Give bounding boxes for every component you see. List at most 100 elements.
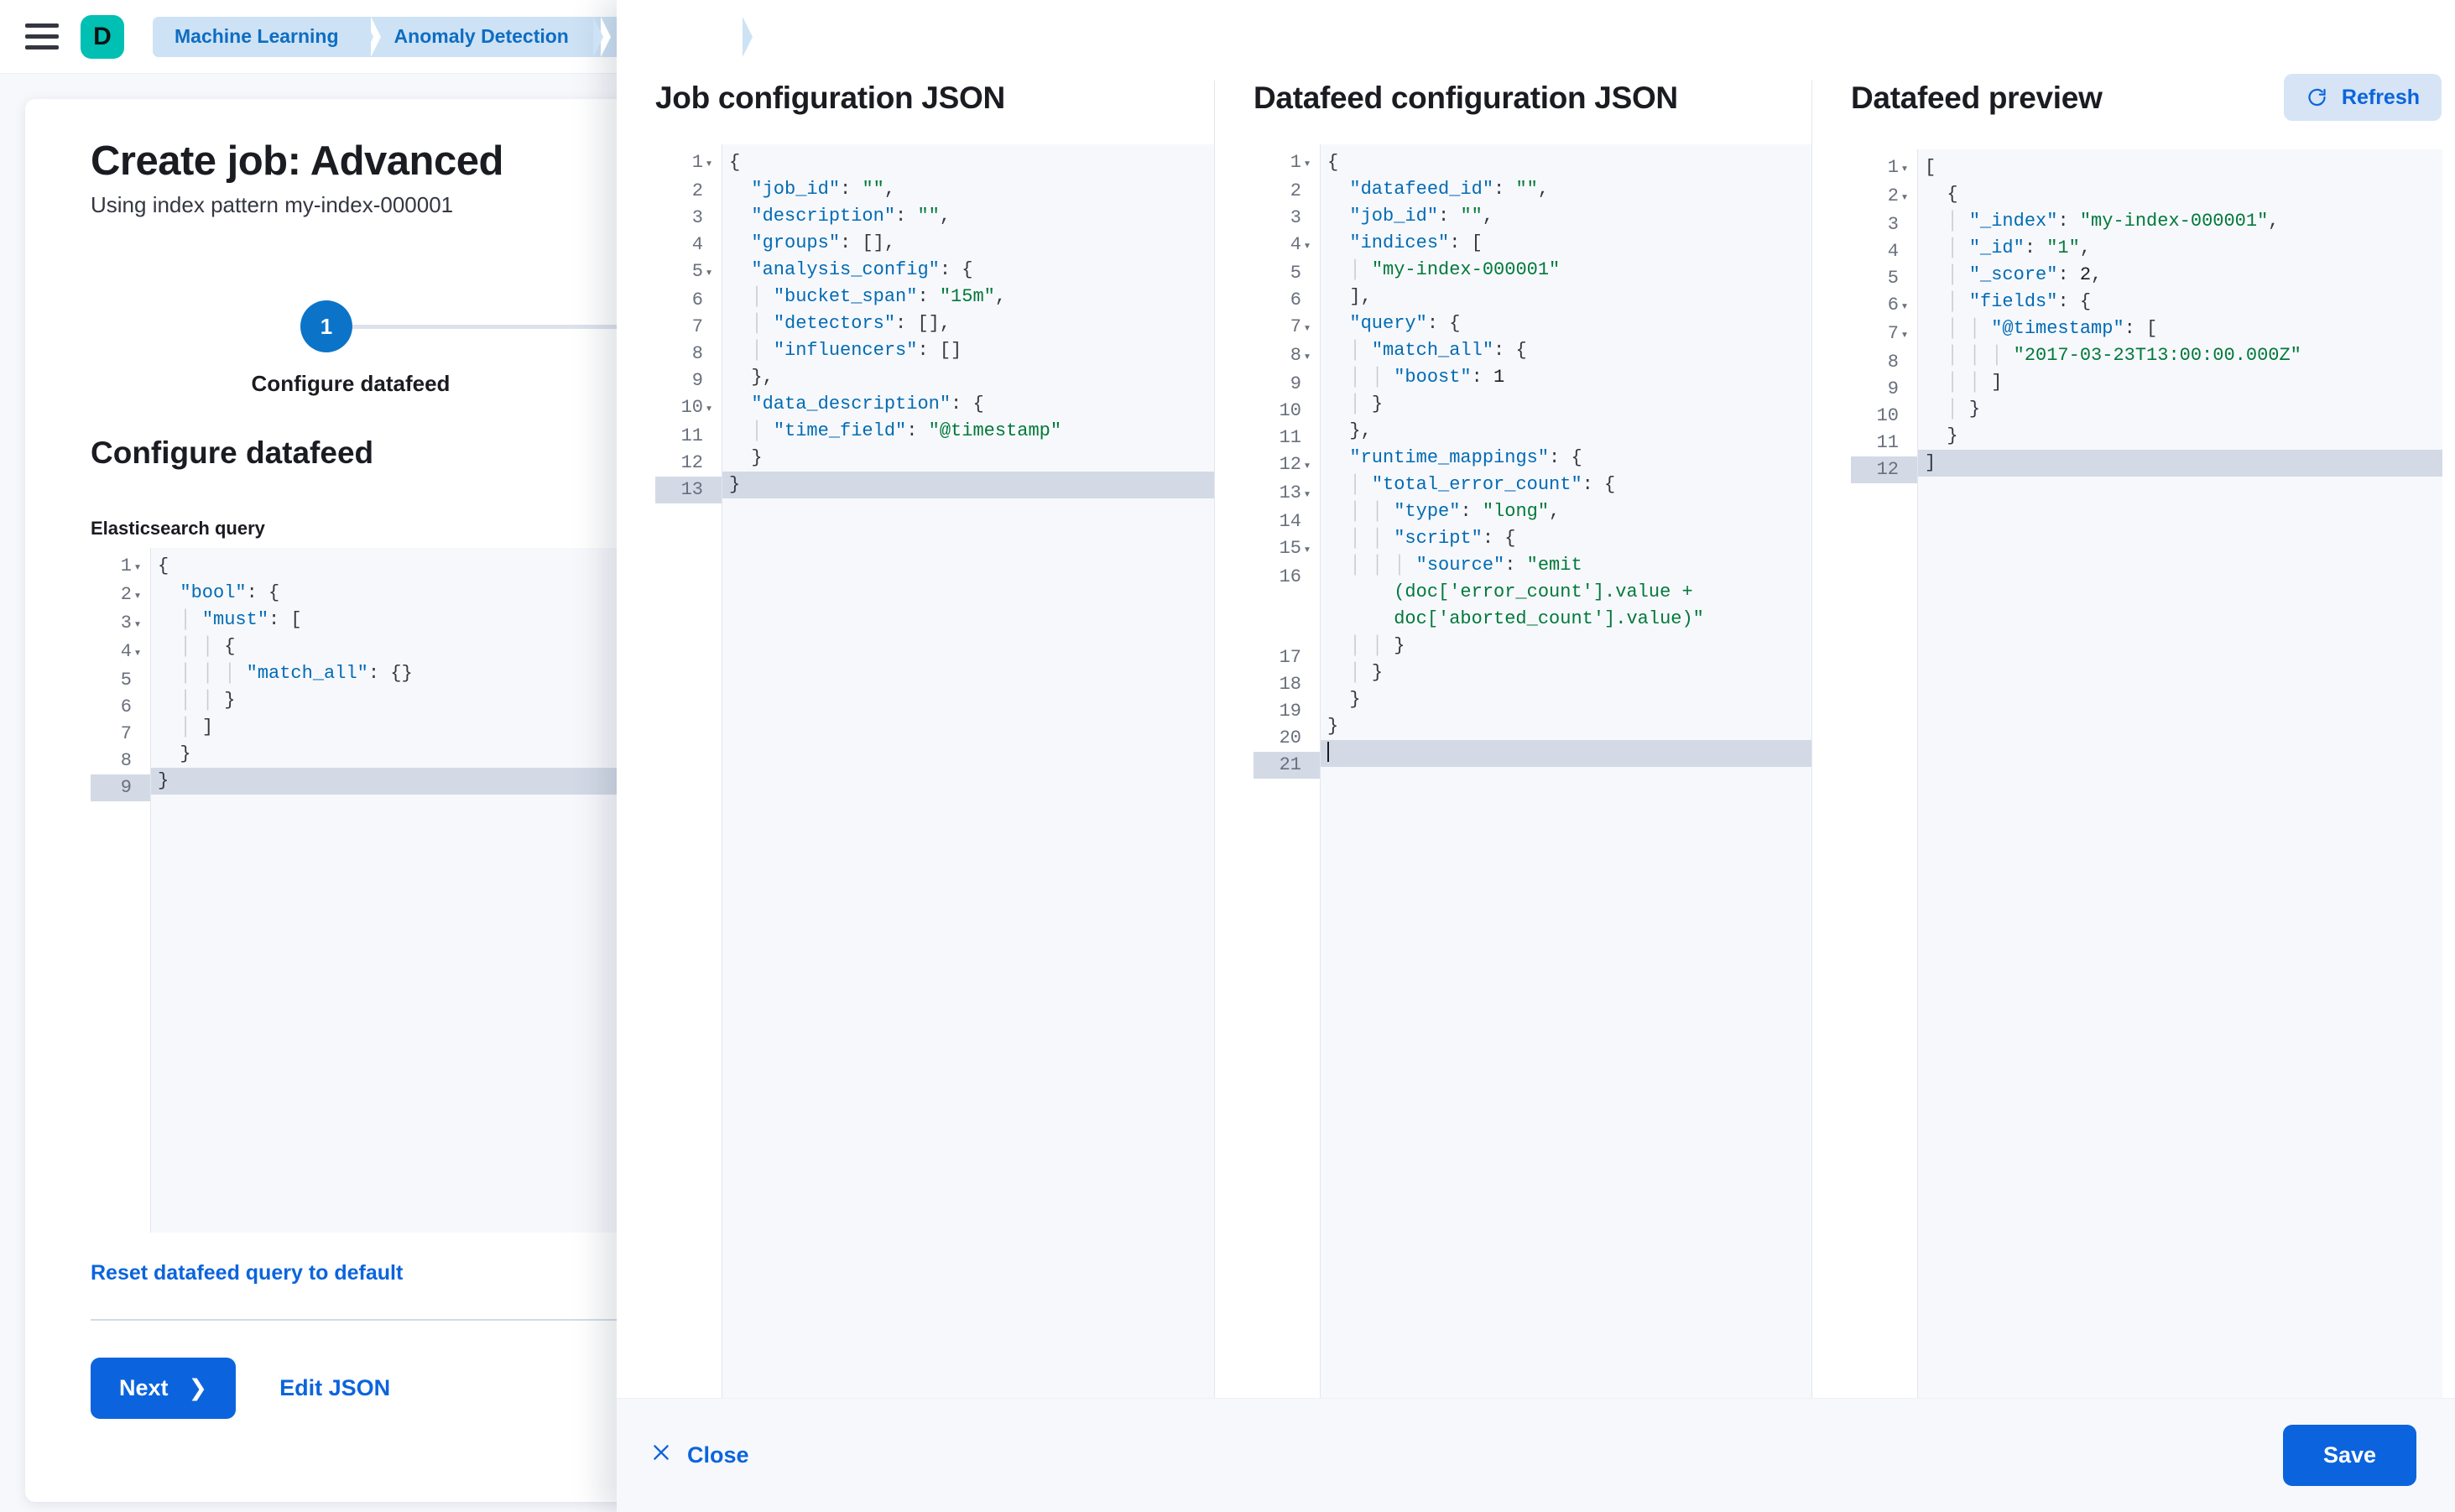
gutter-line-19: 19 <box>1279 701 1301 722</box>
reset-datafeed-query-link[interactable]: Reset datafeed query to default <box>91 1261 404 1285</box>
gutter-line-7: 7 <box>120 723 132 744</box>
gutter-line-5: 5 <box>1887 268 1899 289</box>
hamburger-bar <box>25 34 59 39</box>
code-line-10: │ } <box>1947 399 1981 420</box>
gutter-line-10: 10▾ <box>680 397 713 418</box>
code-line-4: │ "_id": "1", <box>1947 237 2092 258</box>
code-line-9: │ │ ] <box>1947 372 2003 393</box>
code-line-10: "data_description": { <box>751 394 984 414</box>
editor-code[interactable]: { "bool": { │ "must": [ │ │ { │ │ │ "mat… <box>151 548 659 1233</box>
code-line-6: │ "fields": { <box>1947 291 2092 312</box>
code-line-1: [ <box>1925 157 1936 178</box>
page-title: Create job: Advanced <box>91 138 503 184</box>
gutter-line-17: 17 <box>1279 647 1301 668</box>
step-indicator-1[interactable]: 1 <box>300 300 352 352</box>
gutter-line-9: 9 <box>1887 378 1899 399</box>
hamburger-bar <box>25 45 59 50</box>
gutter-line-6: 6▾ <box>1887 295 1909 315</box>
breadcrumb-item-machine-learning[interactable]: Machine Learning <box>153 16 381 57</box>
gutter-line-7: 7 <box>691 316 703 337</box>
gutter-line-12: 12 <box>1851 456 1917 483</box>
gutter-line-11: 11 <box>680 425 703 446</box>
code-line-17: │ │ } <box>1349 635 1405 656</box>
code-line-1: { <box>729 152 741 173</box>
code-line-8: │ "match_all": { <box>1349 340 1527 361</box>
code-line-12: ] <box>1918 450 2442 477</box>
gutter-line-4: 4▾ <box>120 641 142 662</box>
gutter-line-1: 1▾ <box>120 555 142 576</box>
gutter-line-5: 5▾ <box>691 261 713 282</box>
gutter-line-14: 14 <box>1279 511 1301 532</box>
editor-code[interactable]: { "job_id": "", "description": "", "grou… <box>722 144 1214 1398</box>
breadcrumb-item-anomaly-detection[interactable]: Anomaly Detection <box>363 16 612 57</box>
editor-code[interactable]: { "datafeed_id": "", "job_id": "", "indi… <box>1321 144 1812 1398</box>
close-button[interactable]: Close <box>650 1442 749 1469</box>
step-label: Configure datafeed <box>251 371 451 396</box>
editor-code[interactable]: [ { │ "_index": "my-index-000001", │ "_i… <box>1918 149 2442 1398</box>
code-line-2: "bool": { <box>180 582 280 603</box>
code-line-18: │ } <box>1349 662 1384 683</box>
close-button-label: Close <box>687 1442 749 1468</box>
code-line-7: │ ] <box>180 717 214 738</box>
code-line-6: │ "bucket_span": "15m", <box>751 286 1007 307</box>
gutter-line-9: 9 <box>1290 373 1301 394</box>
code-line-7: │ │ "@timestamp": [ <box>1947 318 2158 339</box>
code-line-3: │ "_index": "my-index-000001", <box>1947 211 2280 232</box>
refresh-button[interactable]: Refresh <box>2283 74 2442 121</box>
gutter-line-11: 11 <box>1279 427 1301 448</box>
gutter-line-13: 13 <box>655 477 722 503</box>
gutter-line-10: 10 <box>1279 400 1301 421</box>
code-line-1: { <box>1327 152 1339 173</box>
code-line-21 <box>1321 740 1812 767</box>
panel-header: Datafeed preview Refresh <box>1851 74 2442 149</box>
code-line-3: │ "must": [ <box>180 609 302 630</box>
gutter-line-11: 11 <box>1876 432 1899 453</box>
gutter-line-7: 7▾ <box>1887 323 1909 344</box>
code-line-19: } <box>1349 689 1361 710</box>
gutter-line-15: 15▾ <box>1279 538 1311 559</box>
code-line-14: │ │ "type": "long", <box>1349 501 1561 522</box>
gutter-line-4: 4 <box>1887 241 1899 262</box>
hamburger-menu-icon[interactable] <box>25 23 59 51</box>
flyout-footer: Close Save <box>617 1398 2455 1512</box>
app-logo[interactable]: D <box>81 14 124 59</box>
code-line-9: }, <box>751 367 774 388</box>
gutter-line-1: 1▾ <box>691 152 713 173</box>
code-line-9: } <box>151 768 659 795</box>
code-line-5: │ "_score": 2, <box>1947 264 2103 285</box>
edit-json-link[interactable]: Edit JSON <box>279 1375 391 1400</box>
gutter-line-2: 2▾ <box>1887 185 1909 206</box>
code-line-9: │ │ "boost": 1 <box>1349 367 1505 388</box>
code-line-11: │ "time_field": "@timestamp" <box>751 420 1062 441</box>
gutter-line-3: 3 <box>1887 214 1899 235</box>
code-line-6: │ │ } <box>180 690 236 711</box>
gutter-line-9: 9 <box>691 370 703 391</box>
code-line-12: "runtime_mappings": { <box>1349 447 1582 468</box>
code-line-13: } <box>722 472 1214 498</box>
section-heading: Configure datafeed <box>91 435 374 470</box>
wizard-actions: Next ❯ Edit JSON <box>91 1358 1401 1419</box>
save-button[interactable]: Save <box>2282 1425 2416 1486</box>
refresh-button-label: Refresh <box>2341 85 2420 109</box>
code-line-6: ], <box>1349 286 1372 307</box>
panel-header: Datafeed configuration JSON <box>1254 81 1811 144</box>
chevron-right-icon: ❯ <box>188 1375 208 1400</box>
code-line-10: │ } <box>1349 394 1384 414</box>
panel-title: Datafeed preview <box>1851 81 2103 115</box>
hamburger-bar <box>25 23 59 28</box>
code-line-12: } <box>751 447 763 468</box>
code-line-20: } <box>1327 716 1339 737</box>
code-line-4: │ │ { <box>180 636 236 657</box>
next-button[interactable]: Next ❯ <box>91 1358 237 1419</box>
